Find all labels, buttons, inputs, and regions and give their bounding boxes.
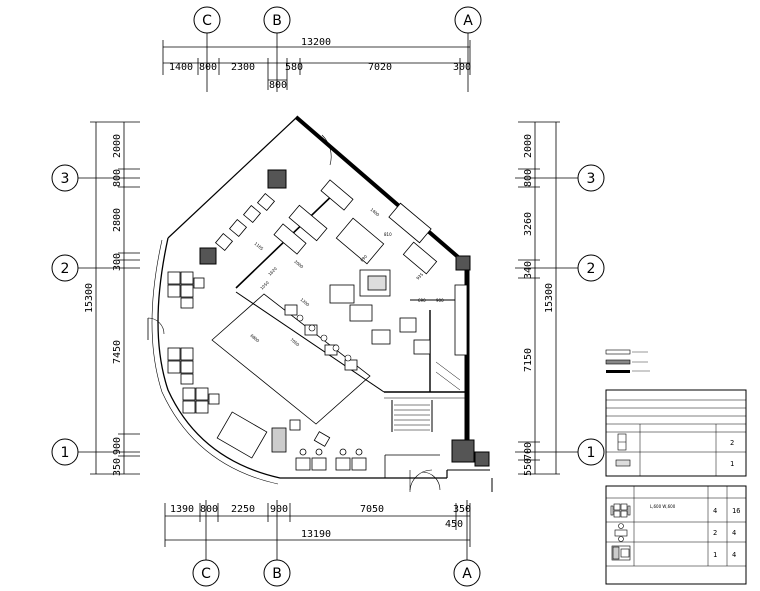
seating-row-2-a: 2 xyxy=(713,529,717,537)
counter-stools xyxy=(296,314,352,362)
right-dim-segment-6: 700 xyxy=(523,442,534,460)
right-overall-dimension: 15300 xyxy=(544,283,555,313)
grid-label-A-bottom: A xyxy=(462,566,472,582)
grid-axis-3-right: 3 xyxy=(515,164,605,192)
grid-axis-2-right: 2 xyxy=(515,254,605,282)
legend-row-2-qty: 1 xyxy=(730,460,734,468)
grid-axis-C-top: C xyxy=(193,6,221,92)
top-dim-segment-6: 300 xyxy=(453,62,471,73)
grid-axis-1-left: 1 xyxy=(51,438,140,466)
central-counter-outline xyxy=(211,293,371,425)
right-dim-segment-3: 3260 xyxy=(523,212,534,236)
seating-row-3-a: 1 xyxy=(713,551,717,559)
seating-row-3-b: 4 xyxy=(732,551,736,559)
grid-axis-B-top: B xyxy=(263,6,291,92)
seating-symbol-4-top xyxy=(610,503,631,518)
left-dim-segment-1: 2000 xyxy=(112,134,123,158)
right-dimension-chain xyxy=(518,121,560,475)
plan-annotation-8: 935 xyxy=(415,271,424,280)
stair xyxy=(394,361,461,431)
seating-row-1-a: 4 xyxy=(713,507,717,515)
bottom-overall-dimension: 13190 xyxy=(301,529,331,540)
grid-label-3-right: 3 xyxy=(587,171,596,187)
seating-row-1-b: 16 xyxy=(732,507,740,515)
bottom-dim-segment-6: 350 xyxy=(453,504,471,515)
legend-symbol-2 xyxy=(615,459,631,467)
right-dim-segment-2: 800 xyxy=(523,169,534,187)
grid-axis-B-bottom: B xyxy=(263,500,291,587)
bottom-dim-segment-2: 800 xyxy=(200,504,218,515)
top-dim-segment-2: 800 xyxy=(199,62,217,73)
left-dim-segment-2: 800 xyxy=(112,169,123,187)
legend-table: 2 1 xyxy=(605,389,747,477)
structural-columns xyxy=(199,169,490,467)
top-dimension-chain xyxy=(162,40,471,90)
plan-annotation-5: 2000 xyxy=(293,259,304,270)
grid-label-1-left: 1 xyxy=(61,445,70,461)
right-dim-segment-7: 550 xyxy=(523,458,534,476)
grid-label-B-bottom: B xyxy=(272,566,282,582)
plan-annotation-11: 690 xyxy=(359,253,368,262)
bottom-dim-sub: 450 xyxy=(445,519,463,530)
grid-axis-C-bottom: C xyxy=(192,500,220,587)
left-dim-segment-4: 300 xyxy=(112,253,123,271)
grid-axis-3-left: 3 xyxy=(51,164,140,192)
plan-annotations: 1400 810 1165 1200 2000 6800 7050 935 69… xyxy=(249,207,444,348)
bottom-dimension-chain xyxy=(164,503,471,547)
grid-label-C-top: C xyxy=(202,13,212,29)
bottom-dim-segment-4: 900 xyxy=(270,504,288,515)
interior-walls xyxy=(235,187,465,478)
right-dim-segment-1: 2000 xyxy=(523,134,534,158)
grid-axis-A-top: A xyxy=(454,6,482,92)
right-dim-segment-5: 7150 xyxy=(523,348,534,372)
plan-annotation-1: 1400 xyxy=(369,207,380,218)
seating-symbol-booth xyxy=(611,545,631,561)
kitchen-equipment xyxy=(273,179,468,371)
seating-table: L,600 W,600 4 16 2 4 1 4 xyxy=(605,485,747,585)
plan-annotation-4: 1200 xyxy=(299,297,310,308)
seating-row-1-desc: L,600 W,600 xyxy=(650,504,676,509)
top-dim-segment-1: 1400 xyxy=(169,62,193,73)
plan-annotation-3: 1165 xyxy=(253,241,264,252)
top-dim-sub: 800 xyxy=(269,80,287,91)
plan-annotation-9: 690 xyxy=(418,298,426,303)
seating-symbol-2 xyxy=(614,523,628,542)
grid-label-A-top: A xyxy=(463,13,473,29)
right-dim-segment-4: 340 xyxy=(523,261,534,279)
bottom-dim-segment-1: 1390 xyxy=(170,504,194,515)
top-dim-segment-3: 2300 xyxy=(231,62,255,73)
left-dim-segment-7: 350 xyxy=(112,458,123,476)
left-dim-segment-5: 7450 xyxy=(112,340,123,364)
left-dim-segment-6: 900 xyxy=(112,437,123,455)
grid-label-2-left: 2 xyxy=(61,261,70,277)
wall-legend xyxy=(605,349,650,373)
grid-axis-2-left: 2 xyxy=(51,254,140,282)
plan-annotation-2: 810 xyxy=(384,232,392,237)
plan-annotation-7: 7050 xyxy=(289,337,300,348)
plan-annotation-12: 1050 xyxy=(259,280,270,291)
legend-row-1-qty: 2 xyxy=(730,439,734,447)
left-overall-dimension: 15300 xyxy=(84,283,95,313)
grid-label-B-top: B xyxy=(272,13,282,29)
plan-annotation-6: 6800 xyxy=(249,333,260,344)
top-overall-dimension: 13200 xyxy=(301,37,331,48)
bottom-dim-segment-3: 2250 xyxy=(231,504,255,515)
left-dimension-chain xyxy=(90,121,140,475)
grid-axis-A-bottom: A xyxy=(453,500,481,587)
grid-label-2-right: 2 xyxy=(587,261,596,277)
grid-label-1-right: 1 xyxy=(587,445,596,461)
dining-tables xyxy=(167,192,367,471)
top-dim-segment-4: 580 xyxy=(285,62,303,73)
left-dim-segment-3: 2800 xyxy=(112,208,123,232)
bottom-dim-segment-5: 7050 xyxy=(360,504,384,515)
plan-annotation-13: 1620 xyxy=(267,266,278,277)
seating-row-2-b: 4 xyxy=(732,529,736,537)
grid-label-C-bottom: C xyxy=(201,566,211,582)
grid-label-3-left: 3 xyxy=(61,171,70,187)
plan-annotation-10: 900 xyxy=(436,298,444,303)
grid-axis-1-right: 1 xyxy=(515,438,605,466)
top-dim-segment-5: 7020 xyxy=(368,62,392,73)
